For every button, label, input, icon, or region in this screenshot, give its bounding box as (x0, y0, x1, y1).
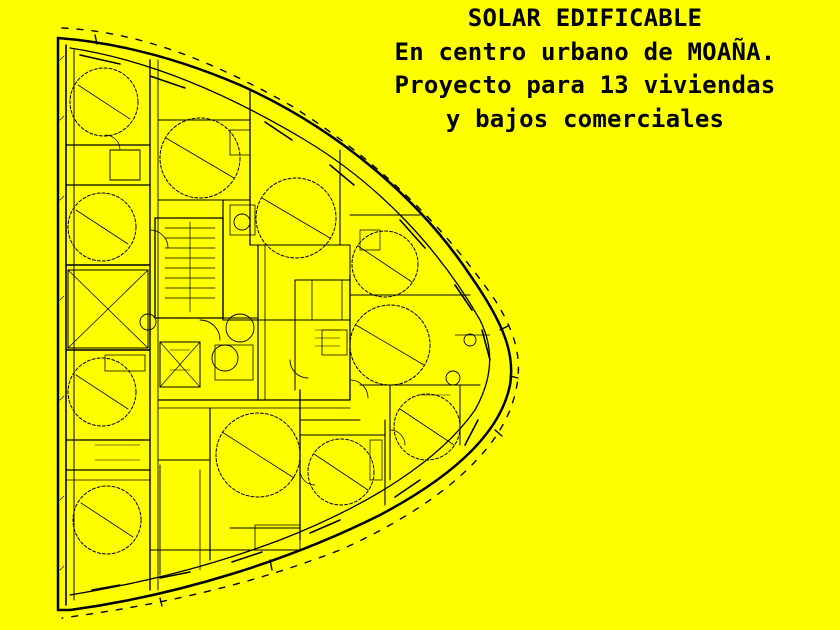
listing-title-block: SOLAR EDIFICABLE En centro urbano de MOA… (345, 2, 825, 136)
plot-boundary (62, 28, 518, 618)
title-line-1: SOLAR EDIFICABLE (467, 4, 703, 32)
building-outline (58, 38, 511, 610)
title-line-4: y bajos comerciales (445, 104, 725, 133)
title-line-3: Proyecto para 13 viviendas (394, 71, 776, 99)
title-line-2: En centro urbano de MOAÑA. (394, 37, 776, 66)
